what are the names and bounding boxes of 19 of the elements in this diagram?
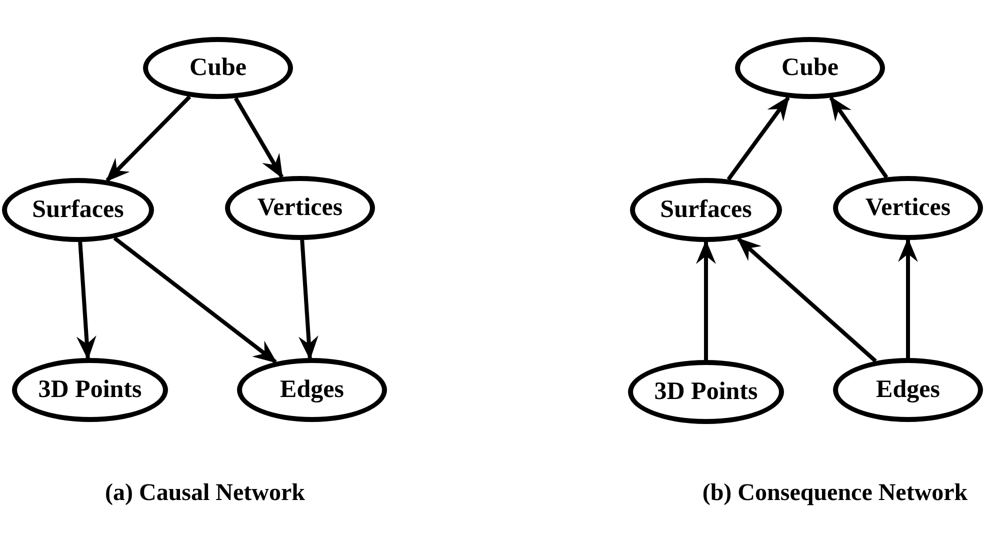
caption: (a) Causal Network	[105, 480, 305, 507]
arrow	[76, 242, 96, 360]
node-label: 3D Points	[38, 376, 142, 404]
arrow	[726, 96, 790, 181]
node-label: Vertices	[865, 194, 951, 222]
node-label: Edges	[876, 376, 940, 404]
node-label: Vertices	[257, 194, 343, 222]
node-label: Edges	[280, 376, 344, 404]
caption: (b) Consequence Network	[702, 480, 968, 507]
node-label: Surfaces	[660, 196, 752, 224]
node-label: Surfaces	[32, 196, 124, 224]
node-label: Cube	[782, 54, 838, 82]
arrow	[298, 240, 318, 360]
arrow	[696, 240, 716, 360]
arrow	[898, 238, 918, 358]
arrow	[234, 97, 284, 179]
node-label: Cube	[190, 54, 246, 82]
arrow	[829, 96, 888, 178]
node-label: 3D Points	[654, 378, 758, 406]
